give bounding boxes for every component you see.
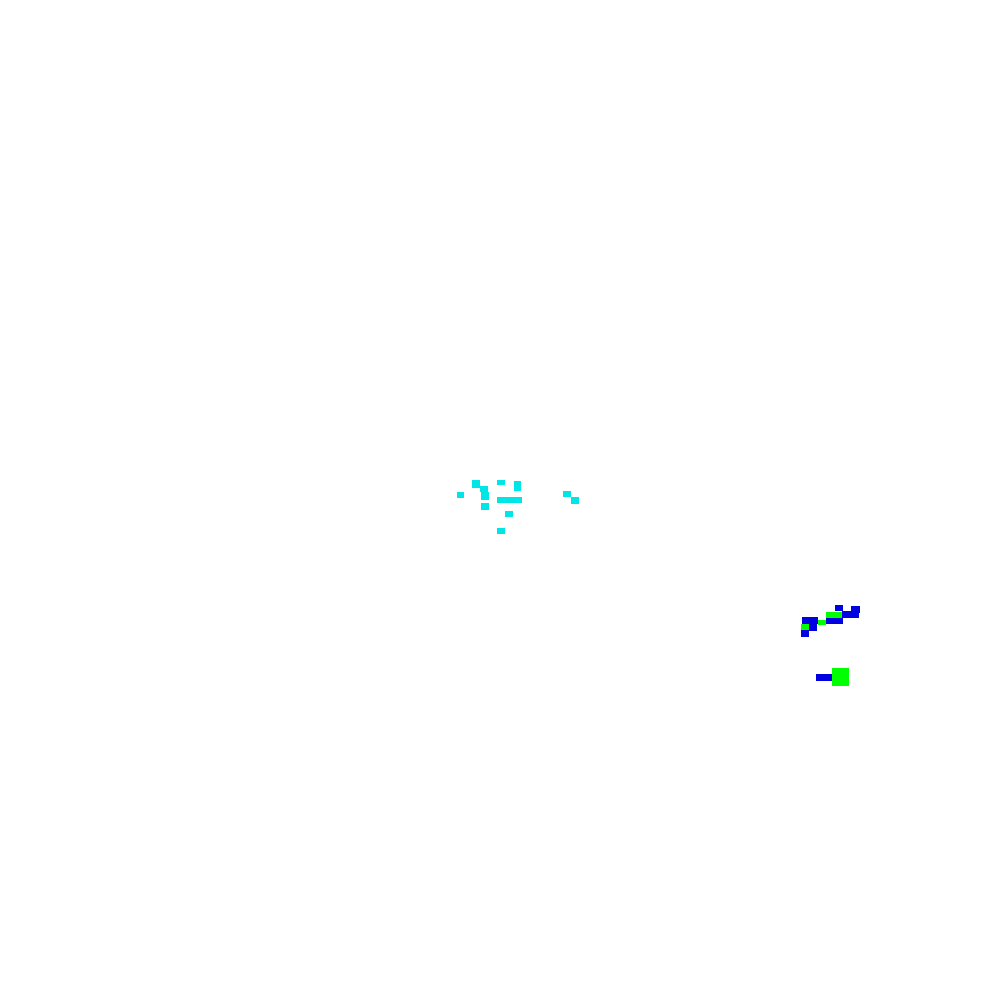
bluegreen-pixel xyxy=(818,620,826,625)
bluegreen-pixel xyxy=(826,617,843,624)
bluegreen-pixel xyxy=(851,606,860,613)
bluegreen-pixel xyxy=(809,624,817,631)
bluegreen-pixel xyxy=(826,612,842,618)
marker-pixel xyxy=(816,674,834,681)
cyan-pixel xyxy=(497,480,505,485)
cyan-pixel xyxy=(481,492,489,500)
bluegreen-pixel xyxy=(835,605,843,611)
cyan-pixel xyxy=(505,511,513,517)
cyan-pixel xyxy=(472,480,480,488)
marker-pixel xyxy=(832,668,849,686)
bluegreen-pixel xyxy=(842,611,859,618)
cyan-pixel xyxy=(497,528,505,534)
cyan-pixel xyxy=(497,497,522,503)
cyan-pixel xyxy=(457,492,464,498)
bluegreen-pixel xyxy=(802,617,818,624)
bluegreen-pixel xyxy=(801,630,809,637)
cyan-pixel xyxy=(514,481,521,491)
cyan-pixel xyxy=(571,497,579,504)
cyan-pixel xyxy=(481,503,489,510)
bluegreen-pixel xyxy=(801,624,809,631)
cyan-pixel xyxy=(480,486,488,492)
cyan-pixel xyxy=(563,491,571,497)
